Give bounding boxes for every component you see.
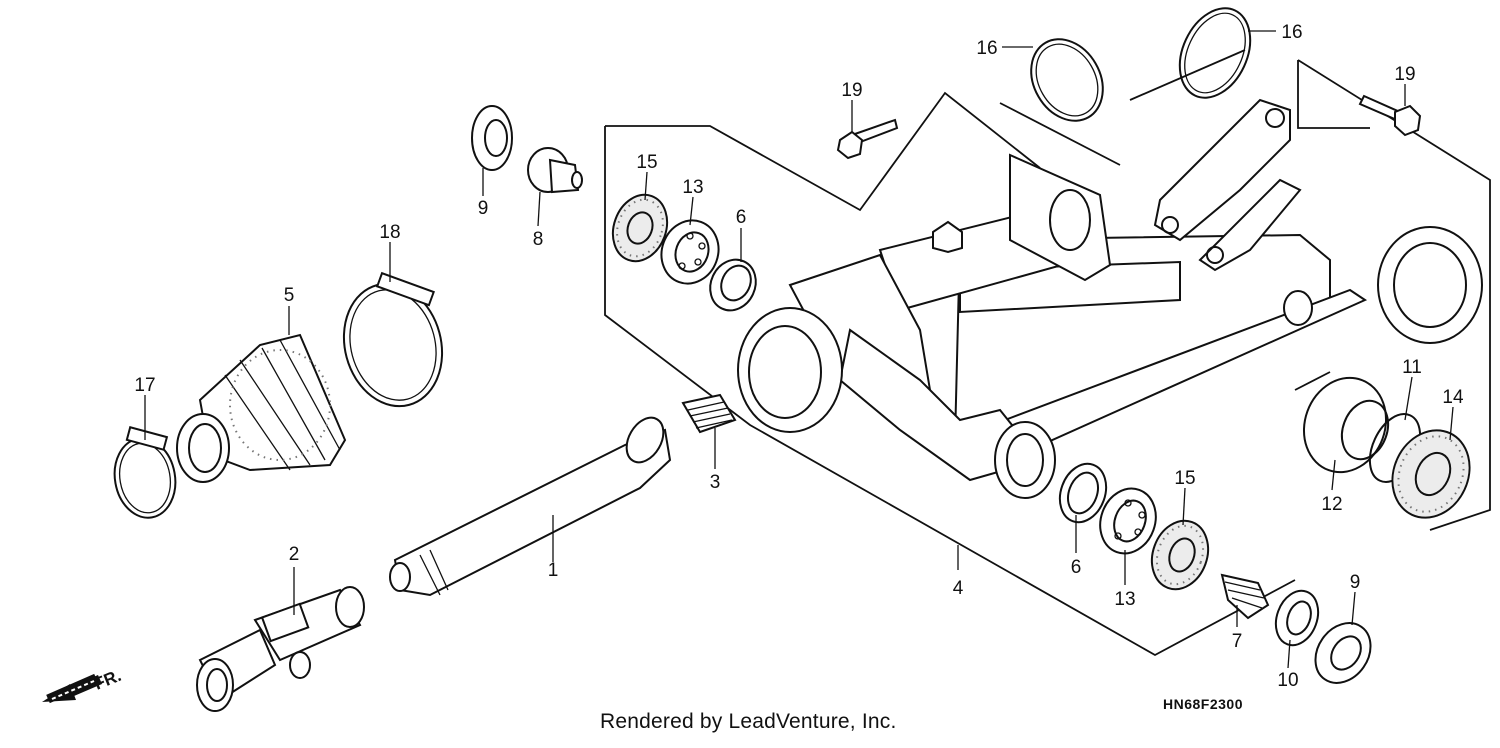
bearing-bottom bbox=[1099, 487, 1157, 555]
callout-13-bottom: 13 bbox=[1114, 589, 1135, 610]
universal-joint bbox=[196, 586, 365, 712]
callout-13-top: 13 bbox=[682, 177, 703, 198]
callout-17: 17 bbox=[134, 375, 155, 396]
collar-left bbox=[709, 258, 757, 312]
bolt-right bbox=[1358, 94, 1422, 137]
adjusting-bolt bbox=[527, 147, 583, 194]
bolt-left bbox=[836, 118, 899, 160]
render-credit: Rendered by LeadVenture, Inc. bbox=[600, 710, 897, 733]
o-ring-left bbox=[1030, 38, 1104, 122]
callout-18: 18 bbox=[379, 222, 400, 243]
leader-lines bbox=[144, 30, 1454, 669]
callout-10: 10 bbox=[1277, 670, 1298, 691]
drive-shaft bbox=[389, 416, 672, 597]
callout-1: 1 bbox=[548, 560, 559, 581]
callout-12: 12 bbox=[1321, 494, 1342, 515]
nut bbox=[1274, 589, 1320, 647]
o-ring-right bbox=[1178, 7, 1252, 99]
collar-bottom bbox=[1058, 462, 1108, 524]
callout-9-top: 9 bbox=[478, 198, 489, 219]
callout-6-top: 6 bbox=[736, 207, 747, 228]
callout-2: 2 bbox=[289, 544, 300, 565]
oil-seal-bottom bbox=[1150, 519, 1210, 591]
front-direction-label: FR. bbox=[91, 666, 124, 694]
callout-5: 5 bbox=[284, 285, 295, 306]
callout-16-right: 16 bbox=[1281, 22, 1302, 43]
callout-4: 4 bbox=[953, 578, 964, 599]
oil-seal-right bbox=[1391, 429, 1471, 519]
boot-band-large bbox=[342, 271, 444, 408]
callout-14: 14 bbox=[1442, 387, 1464, 408]
swingarm bbox=[737, 98, 1483, 499]
front-direction-arrow bbox=[42, 673, 102, 704]
callout-7: 7 bbox=[1232, 631, 1243, 652]
callout-15-top: 15 bbox=[636, 152, 657, 173]
bearing-left bbox=[660, 219, 720, 285]
callout-8: 8 bbox=[533, 229, 544, 250]
oil-seal-left bbox=[611, 193, 669, 263]
cap bbox=[1220, 573, 1270, 620]
lock-nut-top bbox=[471, 105, 513, 171]
callout-6-bottom: 6 bbox=[1071, 557, 1082, 578]
callout-9-bottom: 9 bbox=[1350, 572, 1361, 593]
callout-19-left: 19 bbox=[841, 80, 862, 101]
callout-15-bottom: 15 bbox=[1174, 468, 1195, 489]
diagram-code: HN68F2300 bbox=[1163, 696, 1243, 712]
callout-11: 11 bbox=[1402, 357, 1422, 378]
bearing-right bbox=[1302, 376, 1390, 474]
rubber-boot bbox=[176, 333, 347, 483]
callout-16-left: 16 bbox=[976, 38, 997, 59]
callout-3: 3 bbox=[710, 472, 721, 493]
boot-band-small bbox=[113, 426, 177, 519]
callout-labels: 1 2 3 4 5 6 6 7 8 9 9 10 11 12 13 13 14 … bbox=[134, 22, 1464, 691]
callout-19-right: 19 bbox=[1394, 64, 1415, 85]
spring bbox=[681, 393, 737, 434]
lock-nut-bottom bbox=[1314, 622, 1372, 684]
